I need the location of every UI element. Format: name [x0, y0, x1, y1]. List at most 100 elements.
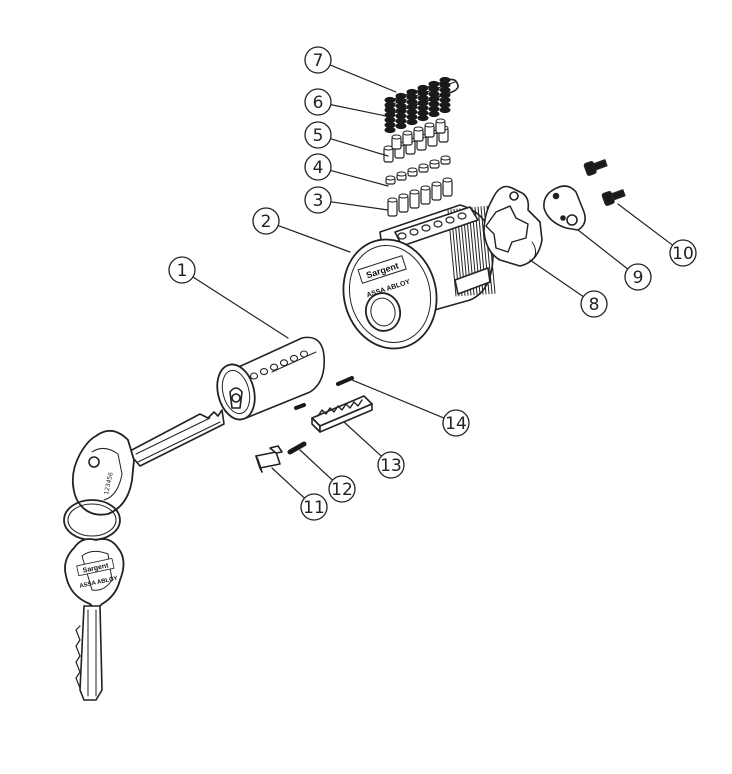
callout-circle	[304, 46, 332, 74]
callout-circle	[669, 239, 697, 267]
bottom-pin	[409, 189, 420, 209]
callout-number: 12	[331, 480, 353, 500]
key-upper: 123456	[71, 409, 225, 516]
callout-number: 5	[313, 126, 324, 146]
master-pin	[418, 163, 429, 173]
bottom-pin	[398, 193, 409, 213]
bottom-pin	[387, 197, 398, 217]
part-1-plug	[216, 336, 326, 421]
callout-circle	[304, 88, 332, 116]
top-pin	[424, 122, 435, 138]
master-pin	[440, 155, 451, 165]
callout-circle	[580, 290, 608, 318]
part-9-plate	[543, 185, 586, 231]
callout-1: 1	[168, 256, 196, 284]
master-pin	[407, 167, 418, 177]
leader-line-9	[577, 229, 629, 270]
part-3-bottom-pins	[387, 177, 453, 217]
top-pin	[435, 118, 446, 134]
leader-line-3	[330, 201, 389, 211]
master-pin	[429, 159, 440, 169]
key-lower: Sargent ASSA ABLOY	[64, 538, 125, 701]
callout-number: 8	[589, 295, 600, 315]
leader-line-6	[330, 104, 387, 117]
part-12-spring	[287, 441, 307, 455]
callout-number: 13	[380, 456, 402, 476]
leader-line-7	[329, 64, 397, 93]
callout-number: 10	[672, 244, 694, 264]
part-10-screws	[583, 159, 626, 206]
leader-lines	[192, 64, 674, 499]
leader-line-8	[529, 259, 584, 298]
leader-line-4	[329, 169, 389, 187]
top-pin	[402, 130, 413, 146]
bottom-pin	[431, 181, 442, 201]
callout-10: 10	[669, 239, 697, 267]
callout-9: 9	[624, 263, 652, 291]
leader-line-12	[299, 449, 334, 481]
callout-circle	[304, 121, 332, 149]
master-pin	[396, 171, 407, 181]
callout-circle	[168, 256, 196, 284]
callout-2: 2	[252, 207, 280, 235]
callout-circle	[442, 409, 470, 437]
spring	[417, 84, 429, 122]
spring	[406, 88, 418, 126]
callout-number: 3	[313, 191, 324, 211]
key-stamp-number: 123456	[103, 471, 115, 495]
callout-number: 7	[313, 51, 324, 71]
leader-line-2	[277, 224, 351, 253]
leader-line-1	[192, 276, 289, 339]
bottom-pin	[442, 177, 453, 197]
callout-number: 9	[633, 268, 644, 288]
part-11-block	[255, 445, 283, 473]
callout-circle	[304, 153, 332, 181]
top-pin	[413, 126, 424, 142]
callout-6: 6	[304, 88, 332, 116]
callout-circle	[300, 493, 328, 521]
leader-line-5	[329, 138, 389, 157]
callout-number: 2	[261, 212, 272, 232]
callout-number: 6	[313, 93, 324, 113]
bottom-pin	[420, 185, 431, 205]
callout-number: 1	[177, 261, 188, 281]
part-13-sidebar	[294, 395, 373, 433]
leader-line-14	[351, 379, 445, 419]
spring	[395, 92, 407, 130]
spring	[439, 76, 451, 114]
part-4-master-pins	[385, 155, 451, 185]
callout-circle	[377, 451, 405, 479]
callout-7: 7	[304, 46, 332, 74]
callout-14: 14	[442, 409, 470, 437]
top-pin	[383, 145, 394, 163]
callout-8: 8	[580, 290, 608, 318]
part-6-springs	[384, 76, 451, 134]
callout-circle	[304, 186, 332, 214]
leader-line-10	[617, 203, 674, 246]
part-2-cylinder-housing: Sargent ASSA ABLOY	[342, 204, 496, 350]
callout-4: 4	[304, 153, 332, 181]
callout-circle	[624, 263, 652, 291]
callout-13: 13	[377, 451, 405, 479]
callout-11: 11	[300, 493, 328, 521]
part-14-small-pin	[336, 376, 354, 386]
spring	[428, 80, 440, 118]
top-pin	[391, 134, 402, 150]
leader-line-11	[271, 467, 306, 499]
master-pin	[385, 175, 396, 185]
callout-3: 3	[304, 186, 332, 214]
callout-number: 11	[303, 498, 325, 518]
callout-circle	[328, 475, 356, 503]
part-8-cam	[483, 185, 543, 267]
callout-12: 12	[328, 475, 356, 503]
part-5-top-pins	[383, 118, 449, 163]
callout-number: 4	[313, 158, 324, 178]
leader-line-13	[343, 421, 383, 457]
callout-number: 14	[445, 414, 467, 434]
callout-circle	[252, 207, 280, 235]
callout-5: 5	[304, 121, 332, 149]
spring	[384, 96, 396, 134]
